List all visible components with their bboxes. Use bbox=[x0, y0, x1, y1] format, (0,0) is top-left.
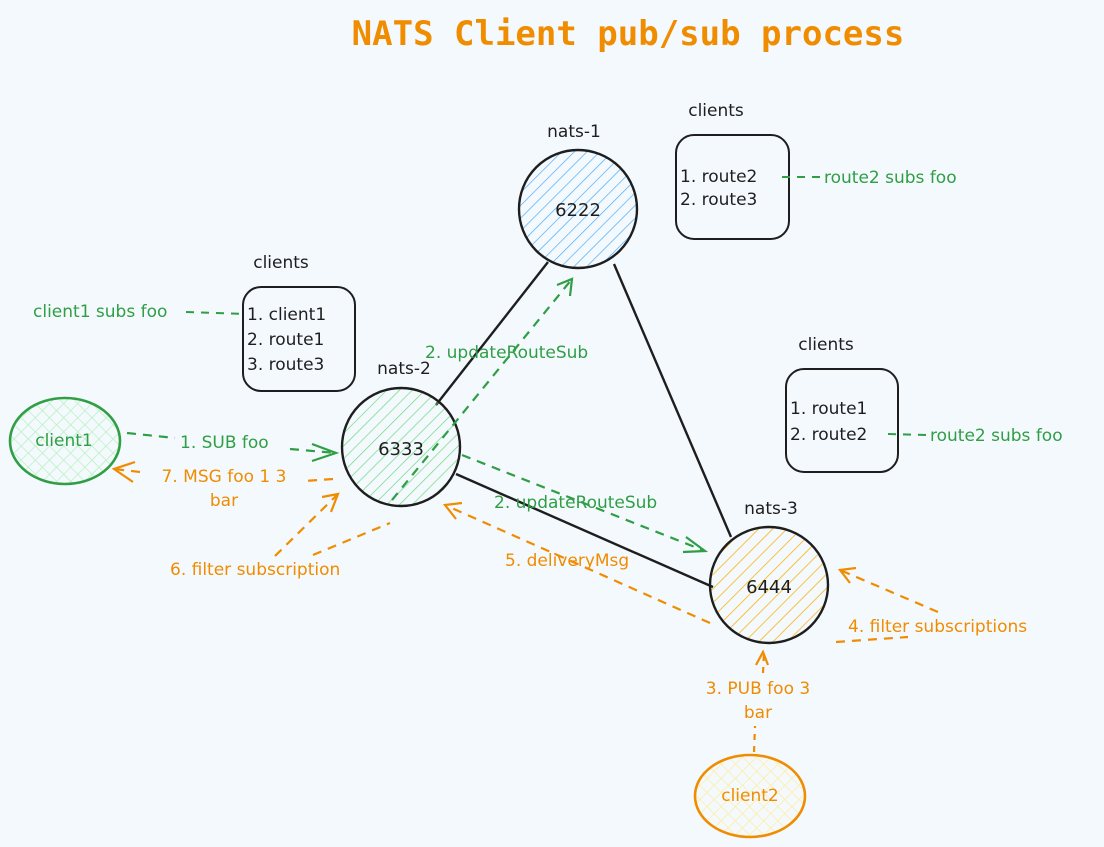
step-label: 1. SUB foo bbox=[180, 433, 269, 453]
client-node bbox=[693, 753, 807, 839]
clients-table-item: 2. route1 bbox=[247, 330, 324, 350]
clients-table-nats-3: clients 1. route1 2. route2 route2 subs … bbox=[785, 335, 1063, 473]
step-label: 4. filter subscriptions bbox=[848, 617, 1027, 637]
link-nats2-nats3 bbox=[455, 472, 714, 589]
server-port: 6222 bbox=[555, 200, 601, 221]
arrowhead-icon bbox=[311, 442, 340, 463]
step-7-arrow: 7. MSG foo 1 3 bar bbox=[111, 460, 334, 511]
clients-table-nats-1: clients 1. route2 2. route3 route2 subs … bbox=[675, 101, 957, 240]
arrowhead-icon bbox=[837, 566, 857, 584]
diagram-title: NATS Client pub/sub process bbox=[352, 14, 905, 54]
server-nats-3[interactable]: nats-3 6444 bbox=[708, 499, 830, 645]
step-label: 6. filter subscription bbox=[170, 560, 340, 580]
server-node bbox=[517, 148, 639, 270]
route-links bbox=[435, 261, 733, 589]
server-label: nats-1 bbox=[547, 122, 601, 142]
step-label: 2. updateRouteSub bbox=[494, 493, 657, 513]
client-client1[interactable]: client1 bbox=[8, 396, 122, 486]
step-2b-arrow: 2. updateRouteSub bbox=[461, 453, 709, 554]
note-connector bbox=[887, 433, 929, 436]
note-connector bbox=[185, 311, 247, 315]
server-port: 6444 bbox=[746, 577, 792, 598]
step-label: 3. PUB foo 3 bbox=[706, 679, 810, 699]
client-client2[interactable]: client2 bbox=[693, 753, 807, 839]
clients-table-box bbox=[785, 368, 899, 473]
server-nats-2[interactable]: nats-2 6333 bbox=[340, 359, 462, 508]
link-nats1-nats2 bbox=[435, 261, 549, 406]
step-label: 5. deliveryMsg bbox=[505, 551, 629, 571]
step-label-line2: bar bbox=[744, 703, 772, 723]
clients-table-note: route2 subs foo bbox=[824, 168, 957, 188]
clients-table-item: 1. route1 bbox=[790, 399, 867, 419]
clients-table-item: 1. route2 bbox=[680, 167, 757, 187]
clients-table-item: 2. route2 bbox=[790, 425, 867, 445]
step-3-arrow: 3. PUB foo 3 bar bbox=[706, 649, 810, 753]
step-5-arrow: 5. deliveryMsg bbox=[442, 501, 711, 625]
step-label-line2: bar bbox=[210, 491, 238, 511]
server-label: nats-2 bbox=[377, 359, 431, 379]
link-nats1-nats3 bbox=[612, 263, 733, 538]
clients-table-title: clients bbox=[798, 335, 854, 355]
server-nats-1[interactable]: nats-1 6222 bbox=[517, 122, 639, 270]
clients-table-item: 3. route3 bbox=[247, 355, 324, 375]
clients-table-title: clients bbox=[688, 101, 744, 121]
clients-table-title: clients bbox=[253, 253, 309, 273]
clients-table-nats-2: clients 1. client1 2. route1 3. route3 c… bbox=[33, 253, 356, 392]
step-label: 7. MSG foo 1 3 bbox=[162, 467, 287, 487]
arrowhead-icon bbox=[682, 536, 709, 554]
server-node bbox=[340, 386, 462, 508]
server-port: 6333 bbox=[378, 439, 424, 460]
arrowhead-icon bbox=[442, 501, 463, 520]
step-label: 2. updateRouteSub bbox=[425, 343, 588, 363]
clients-table-box bbox=[675, 134, 790, 240]
clients-table-item: 1. client1 bbox=[247, 305, 326, 325]
arrowhead-icon bbox=[755, 649, 770, 666]
arrowhead-icon bbox=[111, 460, 136, 483]
clients-table-box bbox=[242, 286, 356, 392]
arrowhead-icon bbox=[321, 492, 340, 513]
client-label: client2 bbox=[721, 786, 779, 806]
server-label: nats-3 bbox=[744, 499, 798, 519]
step-2a-arrow: 2. updateRouteSub bbox=[391, 277, 588, 501]
client-label: client1 bbox=[35, 431, 93, 451]
step-1-arrow: 1. SUB foo bbox=[126, 431, 340, 463]
step-4-arrow: 4. filter subscriptions bbox=[835, 566, 1027, 644]
arrowhead-icon bbox=[556, 277, 574, 297]
client-node bbox=[8, 396, 122, 486]
server-node bbox=[708, 525, 830, 645]
clients-table-note: client1 subs foo bbox=[33, 302, 167, 322]
clients-table-item: 2. route3 bbox=[680, 190, 757, 210]
clients-table-note: route2 subs foo bbox=[930, 426, 1063, 446]
step-6-arrow: 6. filter subscription bbox=[170, 492, 391, 580]
